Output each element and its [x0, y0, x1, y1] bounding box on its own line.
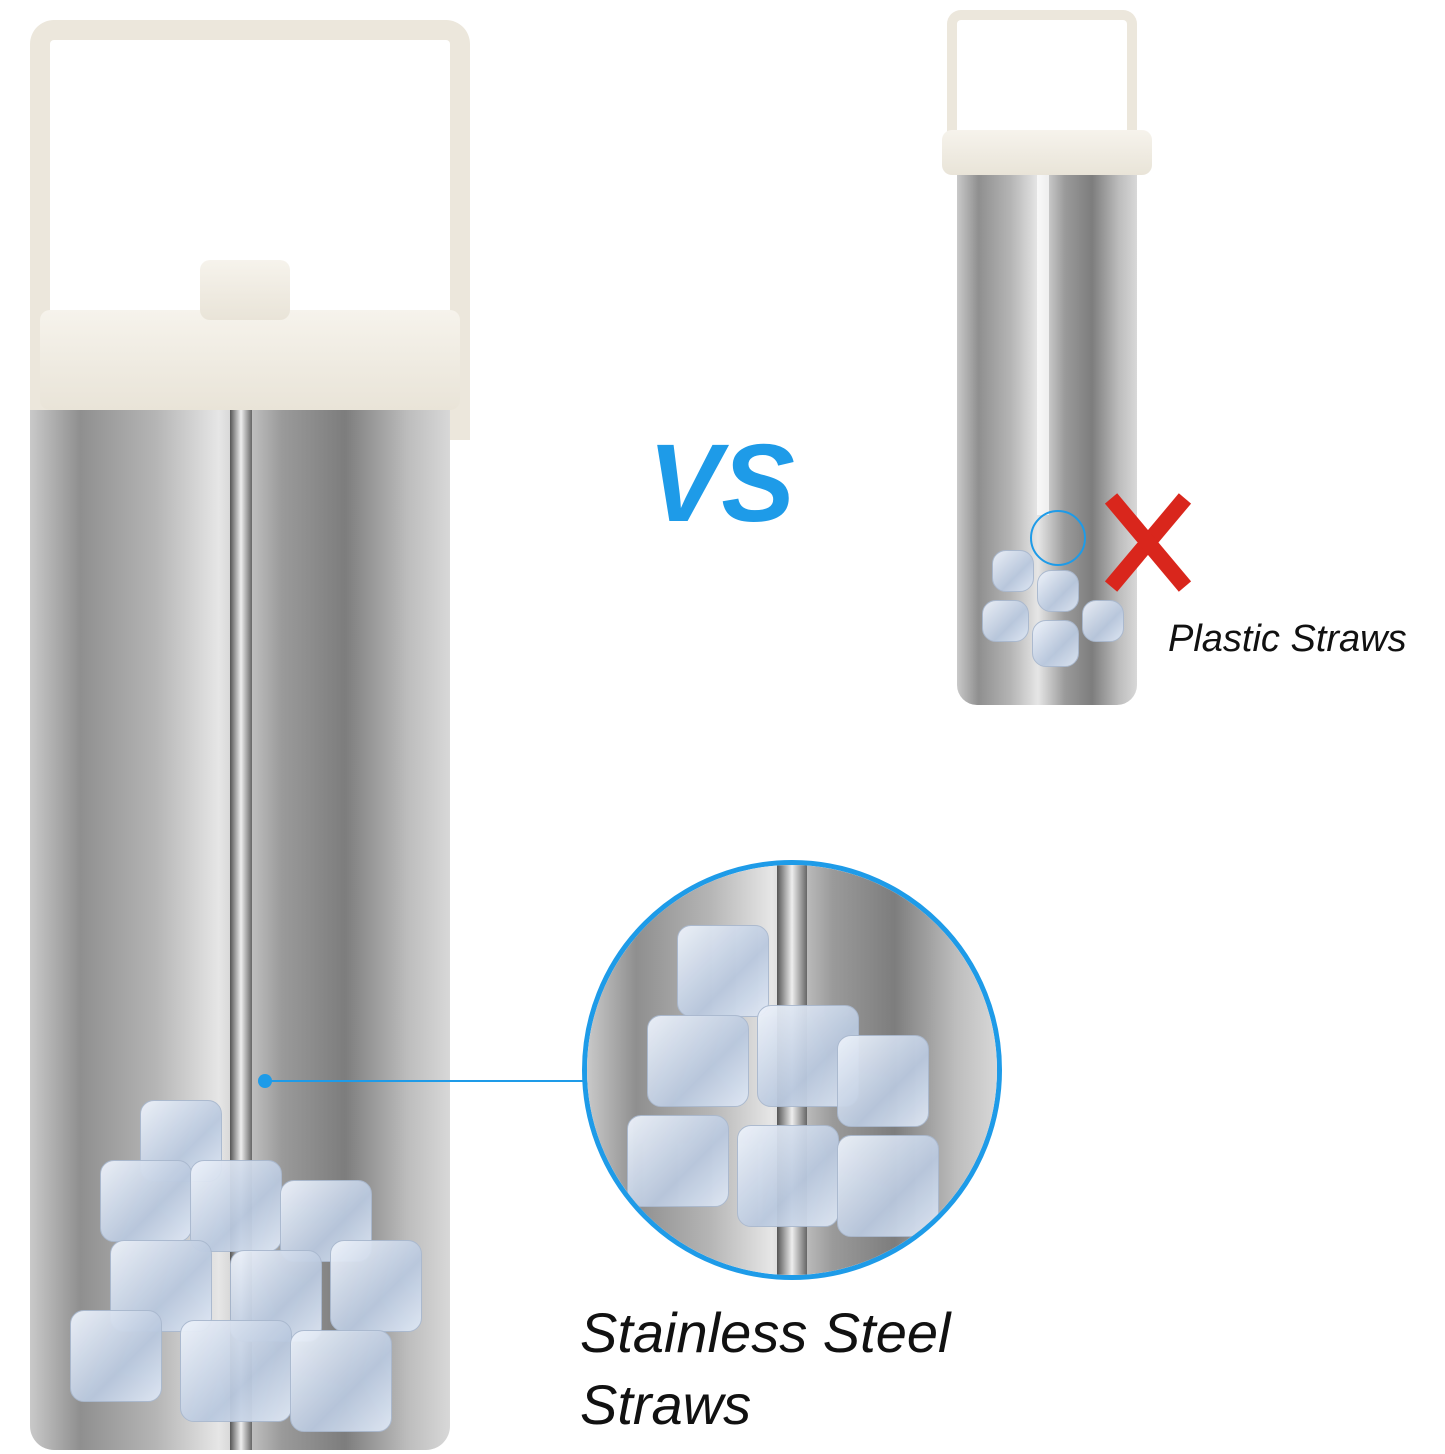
- handle: [30, 20, 470, 440]
- connector-dot: [258, 1074, 272, 1088]
- red-cross-icon: [1095, 490, 1205, 592]
- steel-straws-label-line1: Stainless Steel: [580, 1301, 951, 1364]
- small-zoom-circle: [1030, 510, 1086, 566]
- small-tumbler: [942, 10, 1152, 705]
- steel-straws-label-line2: Straws: [580, 1373, 752, 1436]
- zoom-circle: [582, 860, 1002, 1280]
- plastic-straws-label: Plastic Straws: [1168, 618, 1407, 660]
- lid-spout: [200, 260, 290, 320]
- large-tumbler: [30, 20, 470, 1450]
- lid: [40, 310, 460, 410]
- connector-line: [270, 1080, 585, 1082]
- vs-label: VS: [648, 422, 795, 545]
